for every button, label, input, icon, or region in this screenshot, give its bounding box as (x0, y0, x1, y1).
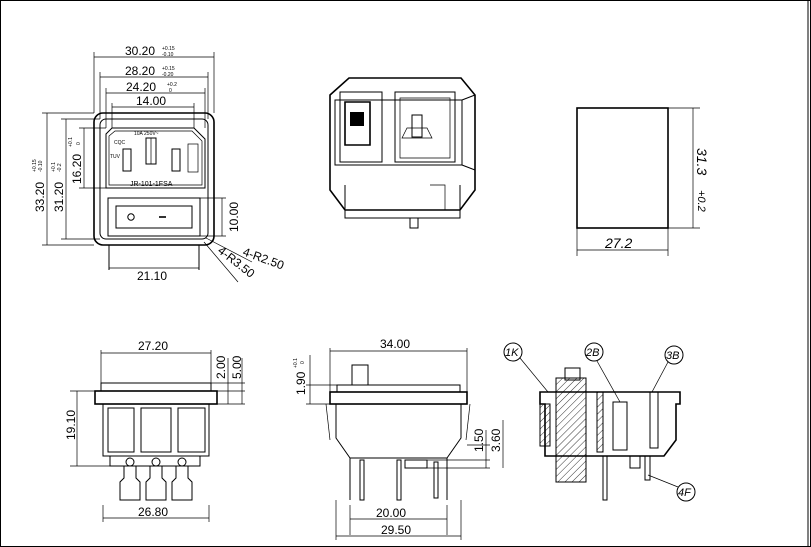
iso-rocker (344, 101, 371, 146)
dim-side-bottom-width: 26.80 (138, 505, 168, 519)
fuse-holder (187, 143, 199, 173)
cert-label-1: CQC (114, 140, 126, 146)
svg-text:+0.2: +0.2 (167, 82, 177, 88)
dim-top-pin-span-295: 29.50 (381, 523, 411, 537)
socket-pin-left (122, 148, 132, 172)
section-view: 1K 2B 3B 4F (503, 342, 696, 502)
iso-rocker-mark (350, 112, 364, 126)
iso-socket-pin (411, 114, 423, 138)
dim-height-outer: 33.20 (33, 182, 47, 212)
iso-switch-window (339, 91, 383, 163)
dim-switch-height: 10.00 (227, 202, 241, 232)
svg-text:1K: 1K (505, 347, 519, 359)
callout-1k (503, 342, 523, 362)
switch-off-symbol (127, 213, 135, 221)
dim-cutout-width: 27.2 (604, 235, 632, 251)
svg-text:-0.10: -0.10 (162, 52, 174, 58)
socket-pin-right (171, 148, 181, 172)
svg-text:+0.1: +0.1 (68, 137, 74, 147)
svg-text:0: 0 (300, 361, 306, 364)
dim-side-flange-2: 2.00 (214, 355, 228, 379)
svg-text:+0.1: +0.1 (51, 162, 57, 172)
svg-text:+0.15: +0.15 (32, 159, 38, 172)
switch-frame (107, 197, 201, 237)
svg-text:-0.2: -0.2 (57, 163, 63, 172)
dim-top-pin-150: 1.50 (472, 428, 486, 452)
dim-cutout-height: 31.3 (694, 148, 710, 175)
svg-text:+0.15: +0.15 (162, 46, 175, 52)
svg-text:0: 0 (169, 88, 172, 94)
dim-height-inner: 16.20 (70, 154, 84, 184)
side-flange (94, 390, 218, 405)
dim-width-mid: 28.20 (125, 64, 155, 78)
dim-width-outer: 30.20 (125, 44, 155, 58)
dim-top-pin-span-20: 20.00 (376, 506, 406, 520)
side-view: 27.20 2.00 5.00 19.10 26.80 (64, 339, 245, 522)
svg-text:+0.2: +0.2 (695, 190, 707, 212)
panel-cutout (576, 107, 669, 229)
isometric-view (329, 77, 476, 229)
cert-label-2: TUV (110, 154, 121, 160)
top-rocker (351, 364, 369, 386)
front-view: 10A 250V~ CQC TUV JR-101-1FSA 30.20 +0.1… (32, 44, 286, 283)
model-label: JR-101-1FSA (130, 181, 173, 188)
top-pins (359, 459, 439, 501)
dim-top-button: 1.90 (294, 371, 308, 395)
top-view: 34.00 1.90 +0.1 0 1.50 3.60 20.00 29.50 (293, 337, 504, 540)
side-body (102, 403, 210, 457)
svg-text:+0.15: +0.15 (162, 66, 175, 72)
side-terminals (119, 457, 193, 501)
svg-text:4F: 4F (678, 487, 692, 499)
svg-text:3B: 3B (666, 350, 679, 362)
dim-bottom-width: 21.10 (137, 269, 167, 283)
top-flange (329, 391, 468, 405)
dim-top-total-width: 34.00 (380, 337, 410, 351)
front-inner-frame (99, 118, 209, 240)
svg-text:0: 0 (76, 142, 82, 145)
iso-outer-body (329, 77, 476, 211)
svg-text:+0.1: +0.1 (293, 358, 299, 368)
svg-text:-0.20: -0.20 (162, 72, 174, 78)
dim-side-body-height: 19.10 (64, 410, 78, 440)
front-outer-frame (93, 112, 215, 246)
section-spring (612, 401, 628, 451)
iso-socket-window (394, 91, 456, 163)
panel-cutout-view: 31.3 +0.2 27.2 (576, 107, 710, 256)
svg-text:2B: 2B (585, 347, 599, 359)
dim-width-socket: 14.00 (136, 94, 166, 108)
callout-4f (676, 482, 696, 502)
rocker-switch (115, 205, 193, 229)
dim-width-inner: 24.20 (126, 80, 156, 94)
dim-side-top-width: 27.20 (138, 339, 168, 353)
dim-height-mid: 31.20 (52, 182, 66, 212)
iso-terminal (409, 218, 419, 229)
dim-side-flange-5: 5.00 (230, 355, 244, 379)
svg-text:-0.10: -0.10 (38, 160, 44, 172)
callout-2b (584, 342, 604, 362)
section-rocker (555, 377, 587, 483)
rating-label: 10A 250V~ (134, 131, 159, 137)
callout-3b (664, 345, 684, 365)
dim-top-pin-360: 3.60 (489, 428, 503, 452)
